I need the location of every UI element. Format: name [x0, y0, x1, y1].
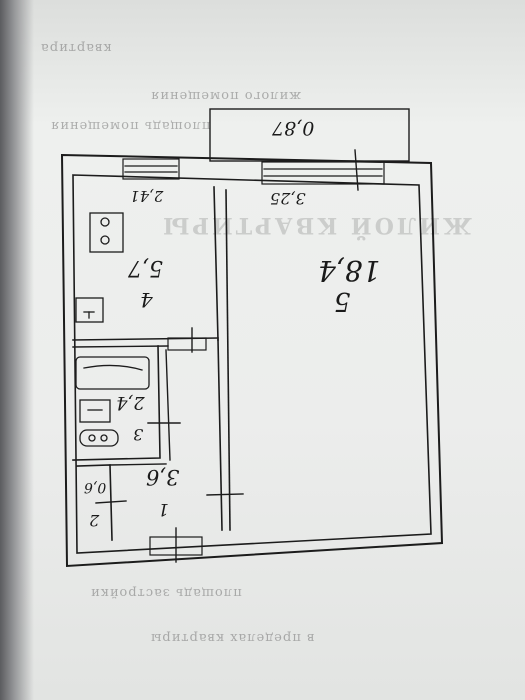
bathtub-icon — [75, 356, 150, 390]
partition-room — [225, 189, 231, 531]
toilet-icon — [79, 429, 119, 447]
dimension-room-window: 3,25 — [270, 189, 306, 208]
room-1-number: 1 — [158, 499, 169, 519]
window-room — [261, 161, 385, 185]
room-5-number: 5 — [334, 286, 351, 316]
room-4-area: 5,7 — [128, 255, 163, 280]
washbasin-icon — [79, 399, 111, 423]
room-2-area: 0,6 — [84, 479, 107, 495]
room-3-number: 3 — [133, 425, 144, 444]
wall-bathroom — [72, 345, 161, 461]
balcony-area: 0,87 — [272, 117, 315, 139]
room-5-area: 18,4 — [318, 254, 381, 287]
outer-wall-inner — [72, 174, 432, 554]
room-4-number: 4 — [140, 288, 153, 312]
room-2-number: 2 — [89, 511, 100, 530]
page-edge-shadow — [0, 0, 34, 700]
room-3-area: 2,4 — [116, 392, 145, 413]
window-kitchen — [122, 158, 180, 180]
partition-kitchen-room — [213, 186, 219, 341]
sink-icon — [75, 297, 104, 323]
room-1-area: 3,6 — [146, 465, 180, 489]
outer-wall — [60, 153, 444, 568]
stove-icon — [89, 212, 124, 253]
door-kitchen — [167, 337, 207, 351]
dimension-kitchen-window: 2,41 — [130, 187, 164, 205]
